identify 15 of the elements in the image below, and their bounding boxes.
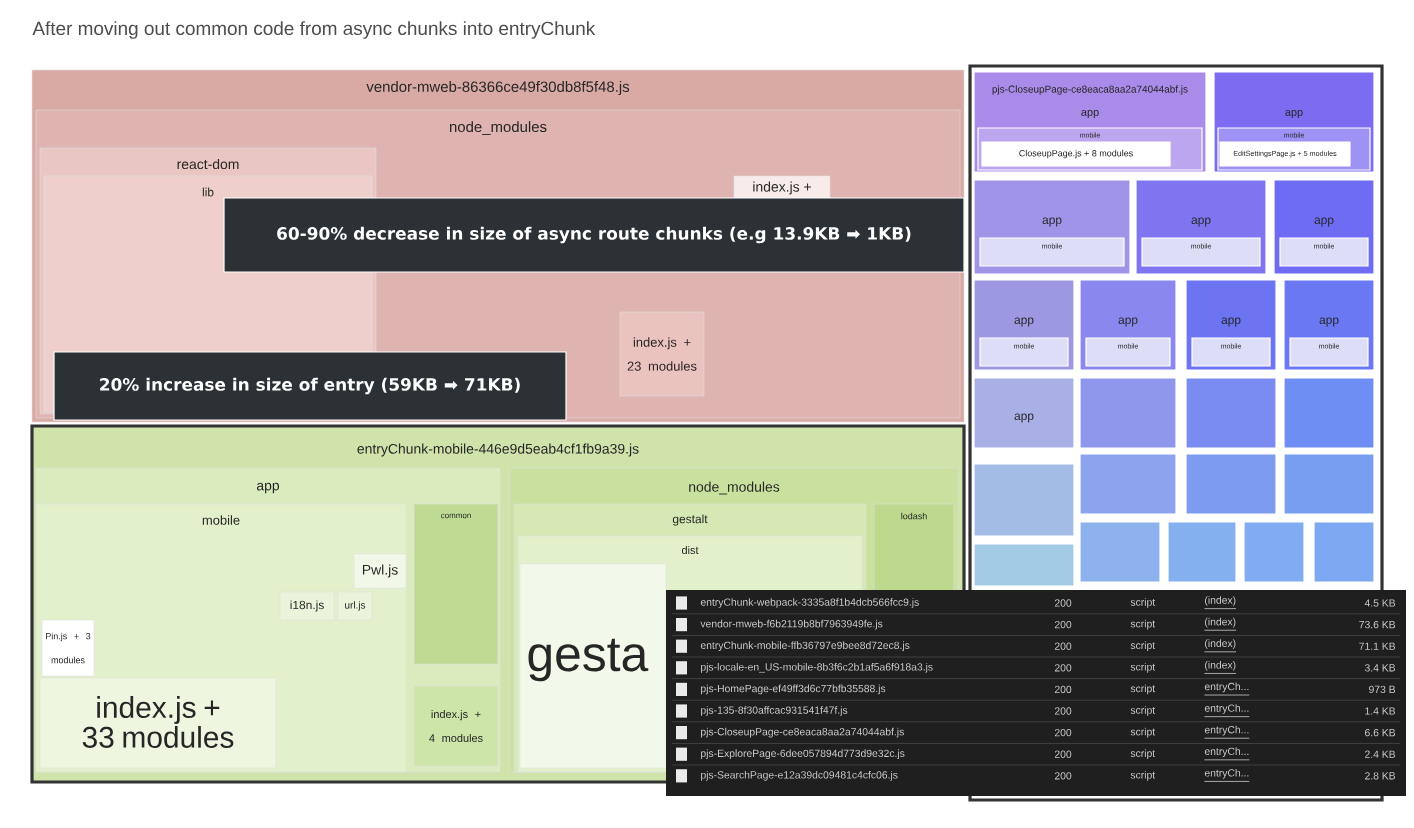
treemap-cell [1079, 521, 1161, 583]
treemap-cell [1185, 453, 1277, 515]
treemap-cell: gesta [519, 563, 667, 769]
treemap-cell [1079, 377, 1177, 449]
treemap-cell [973, 543, 1075, 587]
treemap-cell [1313, 521, 1375, 583]
treemap-cell [1079, 453, 1177, 515]
treemap-cell [1283, 453, 1375, 515]
treemap-cell [1243, 521, 1305, 583]
title: After moving out common code from async chunks into entryChunk [32, 21, 596, 39]
treemap-cell [1185, 377, 1277, 449]
treemap-cell [1167, 521, 1237, 583]
treemap-cell [1283, 377, 1375, 449]
treemap-cell [973, 463, 1075, 537]
treemap-cell: index.js + 33 modules [39, 677, 277, 769]
